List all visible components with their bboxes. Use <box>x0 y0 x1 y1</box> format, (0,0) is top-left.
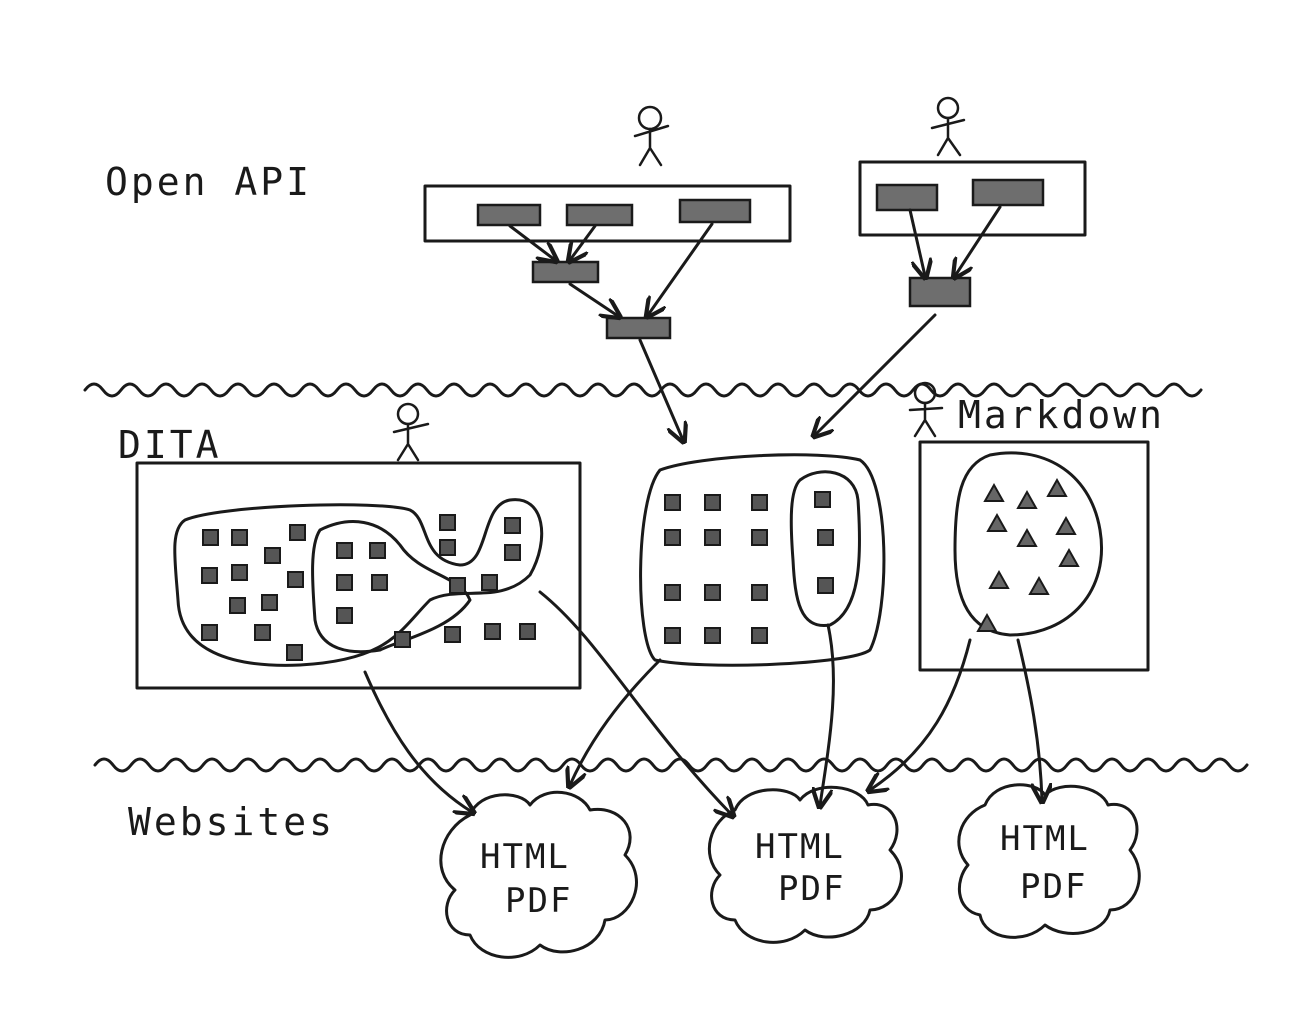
dita-topic <box>449 577 466 594</box>
dita-topic <box>231 529 248 546</box>
output-format-html: HTML <box>1000 819 1090 859</box>
markdown-topic <box>988 569 1010 589</box>
shared-topic <box>751 584 768 601</box>
output-cloud-3: HTML PDF <box>957 783 1141 939</box>
shared-topic <box>814 491 831 508</box>
shared-topic <box>751 627 768 644</box>
api-merge-block <box>908 276 972 308</box>
websites-label: Websites <box>128 800 335 844</box>
api-endpoint <box>565 203 634 227</box>
shared-topic <box>751 494 768 511</box>
dita-topic <box>231 564 248 581</box>
api-group-1 <box>423 184 792 243</box>
dita-topic <box>504 517 521 534</box>
dita-topic <box>201 567 218 584</box>
dita-topic <box>202 529 219 546</box>
dita-topic <box>519 623 536 640</box>
publish-arrows <box>363 590 1042 815</box>
markdown-topic <box>976 612 998 632</box>
dita-topic <box>336 574 353 591</box>
dita-topic <box>264 547 281 564</box>
dita-subset-cluster <box>311 520 472 654</box>
dita-topic <box>287 571 304 588</box>
markdown-box <box>918 440 1150 672</box>
api-endpoint <box>476 203 542 227</box>
dita-topic <box>289 524 306 541</box>
person-icon-api-2 <box>930 96 966 157</box>
api-endpoint <box>875 183 939 212</box>
dita-topic <box>254 624 271 641</box>
dita-topic <box>286 644 303 661</box>
person-icon-dita <box>392 402 430 462</box>
markdown-topic <box>983 482 1005 502</box>
shared-repository-cluster <box>639 453 886 667</box>
separator-wave-bottom <box>93 757 1249 773</box>
shared-topic <box>664 584 681 601</box>
dita-topic <box>371 574 388 591</box>
shared-subset-cluster <box>789 470 862 628</box>
dita-topic <box>484 623 501 640</box>
dita-topic <box>439 514 456 531</box>
person-icon-markdown <box>908 381 944 438</box>
dita-topic <box>229 597 246 614</box>
dita-topic <box>444 626 461 643</box>
output-format-pdf: PDF <box>778 869 845 909</box>
dita-topic <box>261 594 278 611</box>
dita-topic <box>336 542 353 559</box>
output-cloud-2: HTML PDF <box>707 785 903 944</box>
shared-topic <box>817 577 834 594</box>
open-api-label: Open API <box>105 160 312 204</box>
api-endpoint <box>971 178 1045 207</box>
markdown-topic <box>1016 489 1038 509</box>
output-format-pdf: PDF <box>1020 867 1087 907</box>
shared-topic <box>817 529 834 546</box>
shared-topic <box>751 529 768 546</box>
dita-topic <box>439 539 456 556</box>
markdown-label: Markdown <box>958 393 1165 437</box>
api-endpoint <box>678 198 752 224</box>
shared-topic <box>704 494 721 511</box>
output-format-html: HTML <box>480 837 570 877</box>
dita-topic <box>336 607 353 624</box>
output-format-html: HTML <box>755 827 845 867</box>
shared-topic <box>664 494 681 511</box>
shared-topic <box>704 529 721 546</box>
dita-box <box>135 461 582 690</box>
output-cloud-1: HTML PDF <box>439 790 638 959</box>
api-merge-block <box>605 316 672 340</box>
markdown-topic <box>1028 575 1050 595</box>
markdown-topic-cluster <box>953 451 1103 637</box>
markdown-topic <box>1055 515 1077 535</box>
separator-wave-top <box>83 382 1203 398</box>
output-format-pdf: PDF <box>505 881 572 921</box>
api-merge-block <box>531 260 600 284</box>
markdown-topic <box>1058 547 1080 567</box>
markdown-topic <box>986 512 1008 532</box>
shared-topic <box>664 627 681 644</box>
markdown-topic <box>1016 527 1038 547</box>
person-icon-api-1 <box>633 105 670 167</box>
dita-topic <box>369 542 386 559</box>
dita-topic <box>394 631 411 648</box>
shared-topic <box>704 627 721 644</box>
api-group-2 <box>858 160 1087 237</box>
dita-label: DITA <box>118 423 222 467</box>
dita-topic <box>504 544 521 561</box>
shared-topic <box>664 529 681 546</box>
api-arrows <box>508 205 1002 440</box>
dita-topic <box>201 624 218 641</box>
shared-topic <box>704 584 721 601</box>
markdown-topic <box>1046 477 1068 497</box>
dita-topic-cluster <box>173 498 544 667</box>
dita-topic <box>481 574 498 591</box>
